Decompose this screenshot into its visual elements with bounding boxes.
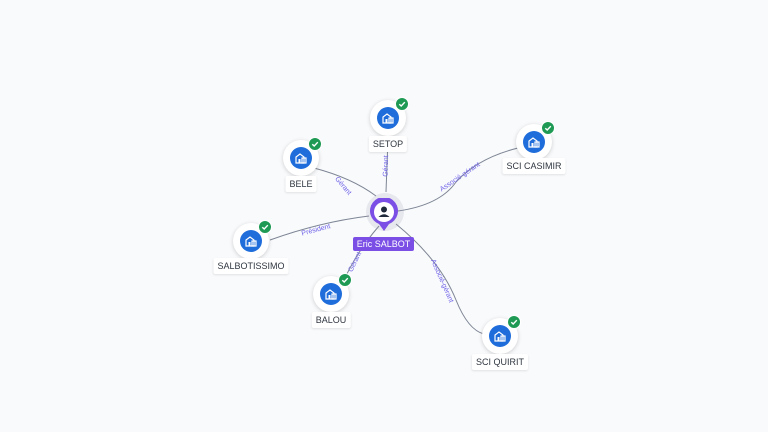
entity-label-sci-quirit[interactable]: SCI QUIRIT (471, 354, 529, 370)
relation-edge-salbotissimo (269, 215, 370, 241)
center-node-label[interactable]: Eric SALBOT (353, 237, 414, 251)
relation-edge-sci-quirit (395, 223, 485, 335)
verified-check-icon (395, 97, 409, 111)
verified-check-icon (338, 273, 352, 287)
building-icon (489, 325, 511, 347)
relation-label-sci-quirit: Associé-gérant (429, 258, 454, 304)
verified-check-icon (507, 315, 521, 329)
relation-label-balou: Gérant (347, 251, 363, 273)
building-icon (290, 147, 312, 169)
person-icon[interactable] (368, 198, 400, 232)
relation-label-salbotissimo: Président (301, 223, 331, 237)
entity-label-setop[interactable]: SETOP (368, 136, 408, 152)
verified-check-icon (541, 121, 555, 135)
relation-label-setop: Gérant (382, 155, 390, 177)
building-icon (523, 131, 545, 153)
entity-node-balou[interactable] (313, 273, 352, 312)
relation-label-bele: Gérant (333, 176, 352, 197)
relation-edge-sci-casimir (397, 147, 519, 212)
entity-node-bele[interactable] (283, 137, 322, 176)
entity-label-bele[interactable]: BELE (285, 176, 317, 192)
entity-label-balou[interactable]: BALOU (311, 312, 351, 328)
building-icon (377, 107, 399, 129)
relation-edge-bele (313, 167, 377, 197)
entity-node-sci-casimir[interactable] (516, 121, 555, 160)
verified-check-icon (308, 137, 322, 151)
entity-label-salbotissimo[interactable]: SALBOTISSIMO (213, 258, 289, 274)
entity-node-setop[interactable] (370, 97, 409, 136)
entity-node-sci-quirit[interactable] (482, 315, 521, 354)
building-icon (320, 283, 342, 305)
entity-label-sci-casimir[interactable]: SCI CASIMIR (502, 158, 566, 174)
building-icon (240, 230, 262, 252)
relation-label-sci-casimir: Associé-gérant (439, 161, 482, 193)
entity-node-salbotissimo[interactable] (233, 220, 272, 259)
verified-check-icon (258, 220, 272, 234)
